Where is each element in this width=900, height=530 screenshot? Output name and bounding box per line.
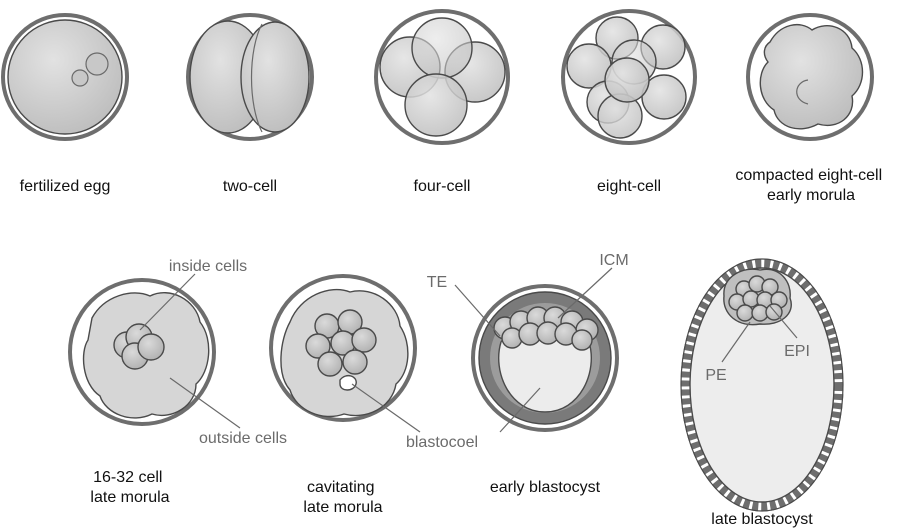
compacted-eight-cell-drawing [746, 13, 874, 141]
blastomere [411, 17, 473, 79]
stage-label-compacted: compacted eight-cell early morula [735, 167, 886, 204]
stage-label-four-cell: four-cell [414, 178, 471, 195]
callouts: inside cells outside cells blastocoel TE… [169, 252, 810, 451]
pronucleus [71, 69, 89, 87]
late-morula-drawing [68, 278, 216, 426]
fertilized-egg-drawing [1, 13, 129, 141]
stage-label-eight-cell: eight-cell [597, 178, 661, 195]
two-cell-drawing [186, 13, 314, 141]
stage-label-early-blastocyst: early blastocyst [490, 479, 601, 496]
four-cell-drawing [374, 9, 510, 145]
inside-cells-label: inside cells [169, 258, 247, 275]
late-blastocyst-drawing [680, 258, 844, 512]
pe-label: PE [705, 367, 726, 384]
callout-leaders [139, 267, 798, 433]
eight-cell-drawing [561, 9, 697, 145]
stage-label-cavitating: cavitating late morula [303, 479, 382, 516]
early-blastocyst-drawing [471, 284, 619, 432]
stage-labels: fertilized egg two-cell four-cell eight-… [20, 167, 886, 528]
icm-cells [493, 306, 599, 351]
stage-label-late-blastocyst: late blastocyst [711, 511, 813, 528]
trophectoderm-wall [680, 258, 844, 512]
outside-cells-label: outside cells [199, 430, 287, 447]
stage-label-fertilized-egg: fertilized egg [20, 178, 111, 195]
te-label: TE [427, 274, 447, 291]
stage-label-late-morula: 16-32 cell late morula [90, 469, 169, 506]
cavitating-morula-drawing [269, 274, 417, 422]
stage-label-two-cell: two-cell [223, 178, 277, 195]
epi-label: EPI [784, 343, 810, 360]
blastocoel-label: blastocoel [406, 434, 478, 451]
icm-label: ICM [599, 252, 628, 269]
inside-cell [137, 333, 165, 361]
blastomere [404, 73, 468, 137]
blastocoel-small [339, 374, 357, 391]
blastomere [240, 21, 310, 133]
pronucleus [85, 52, 109, 76]
